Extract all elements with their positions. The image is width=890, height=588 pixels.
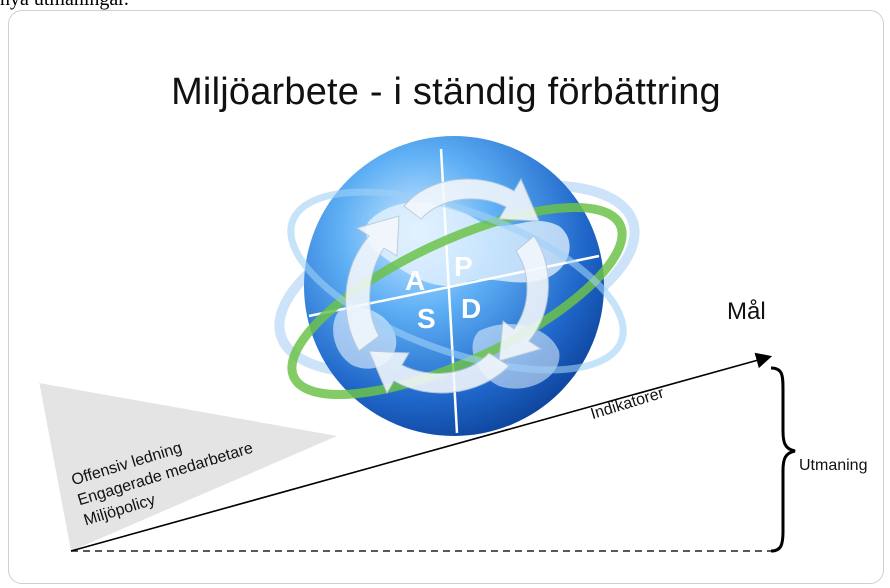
challenge-label: Utmaning bbox=[799, 457, 868, 474]
pdsa-letter-d: D bbox=[461, 293, 482, 324]
diagram-title: Miljöarbete - i ständig förbättring bbox=[171, 71, 721, 113]
diagram-graphic bbox=[39, 136, 796, 553]
page-caption-fragment: nya utmaningar. bbox=[0, 0, 129, 11]
foundation-wedge bbox=[39, 381, 337, 551]
goal-label: Mål bbox=[727, 298, 766, 325]
pdsa-letter-s: S bbox=[417, 303, 436, 334]
challenge-brace bbox=[770, 366, 796, 553]
pdsa-letter-a: A bbox=[405, 265, 426, 296]
diagram-card: Miljöarbete - i ständig förbättring bbox=[8, 10, 884, 584]
goal-arrow-line bbox=[70, 352, 773, 552]
globe-icon bbox=[274, 136, 640, 436]
pdsa-letter-p: P bbox=[454, 251, 473, 282]
